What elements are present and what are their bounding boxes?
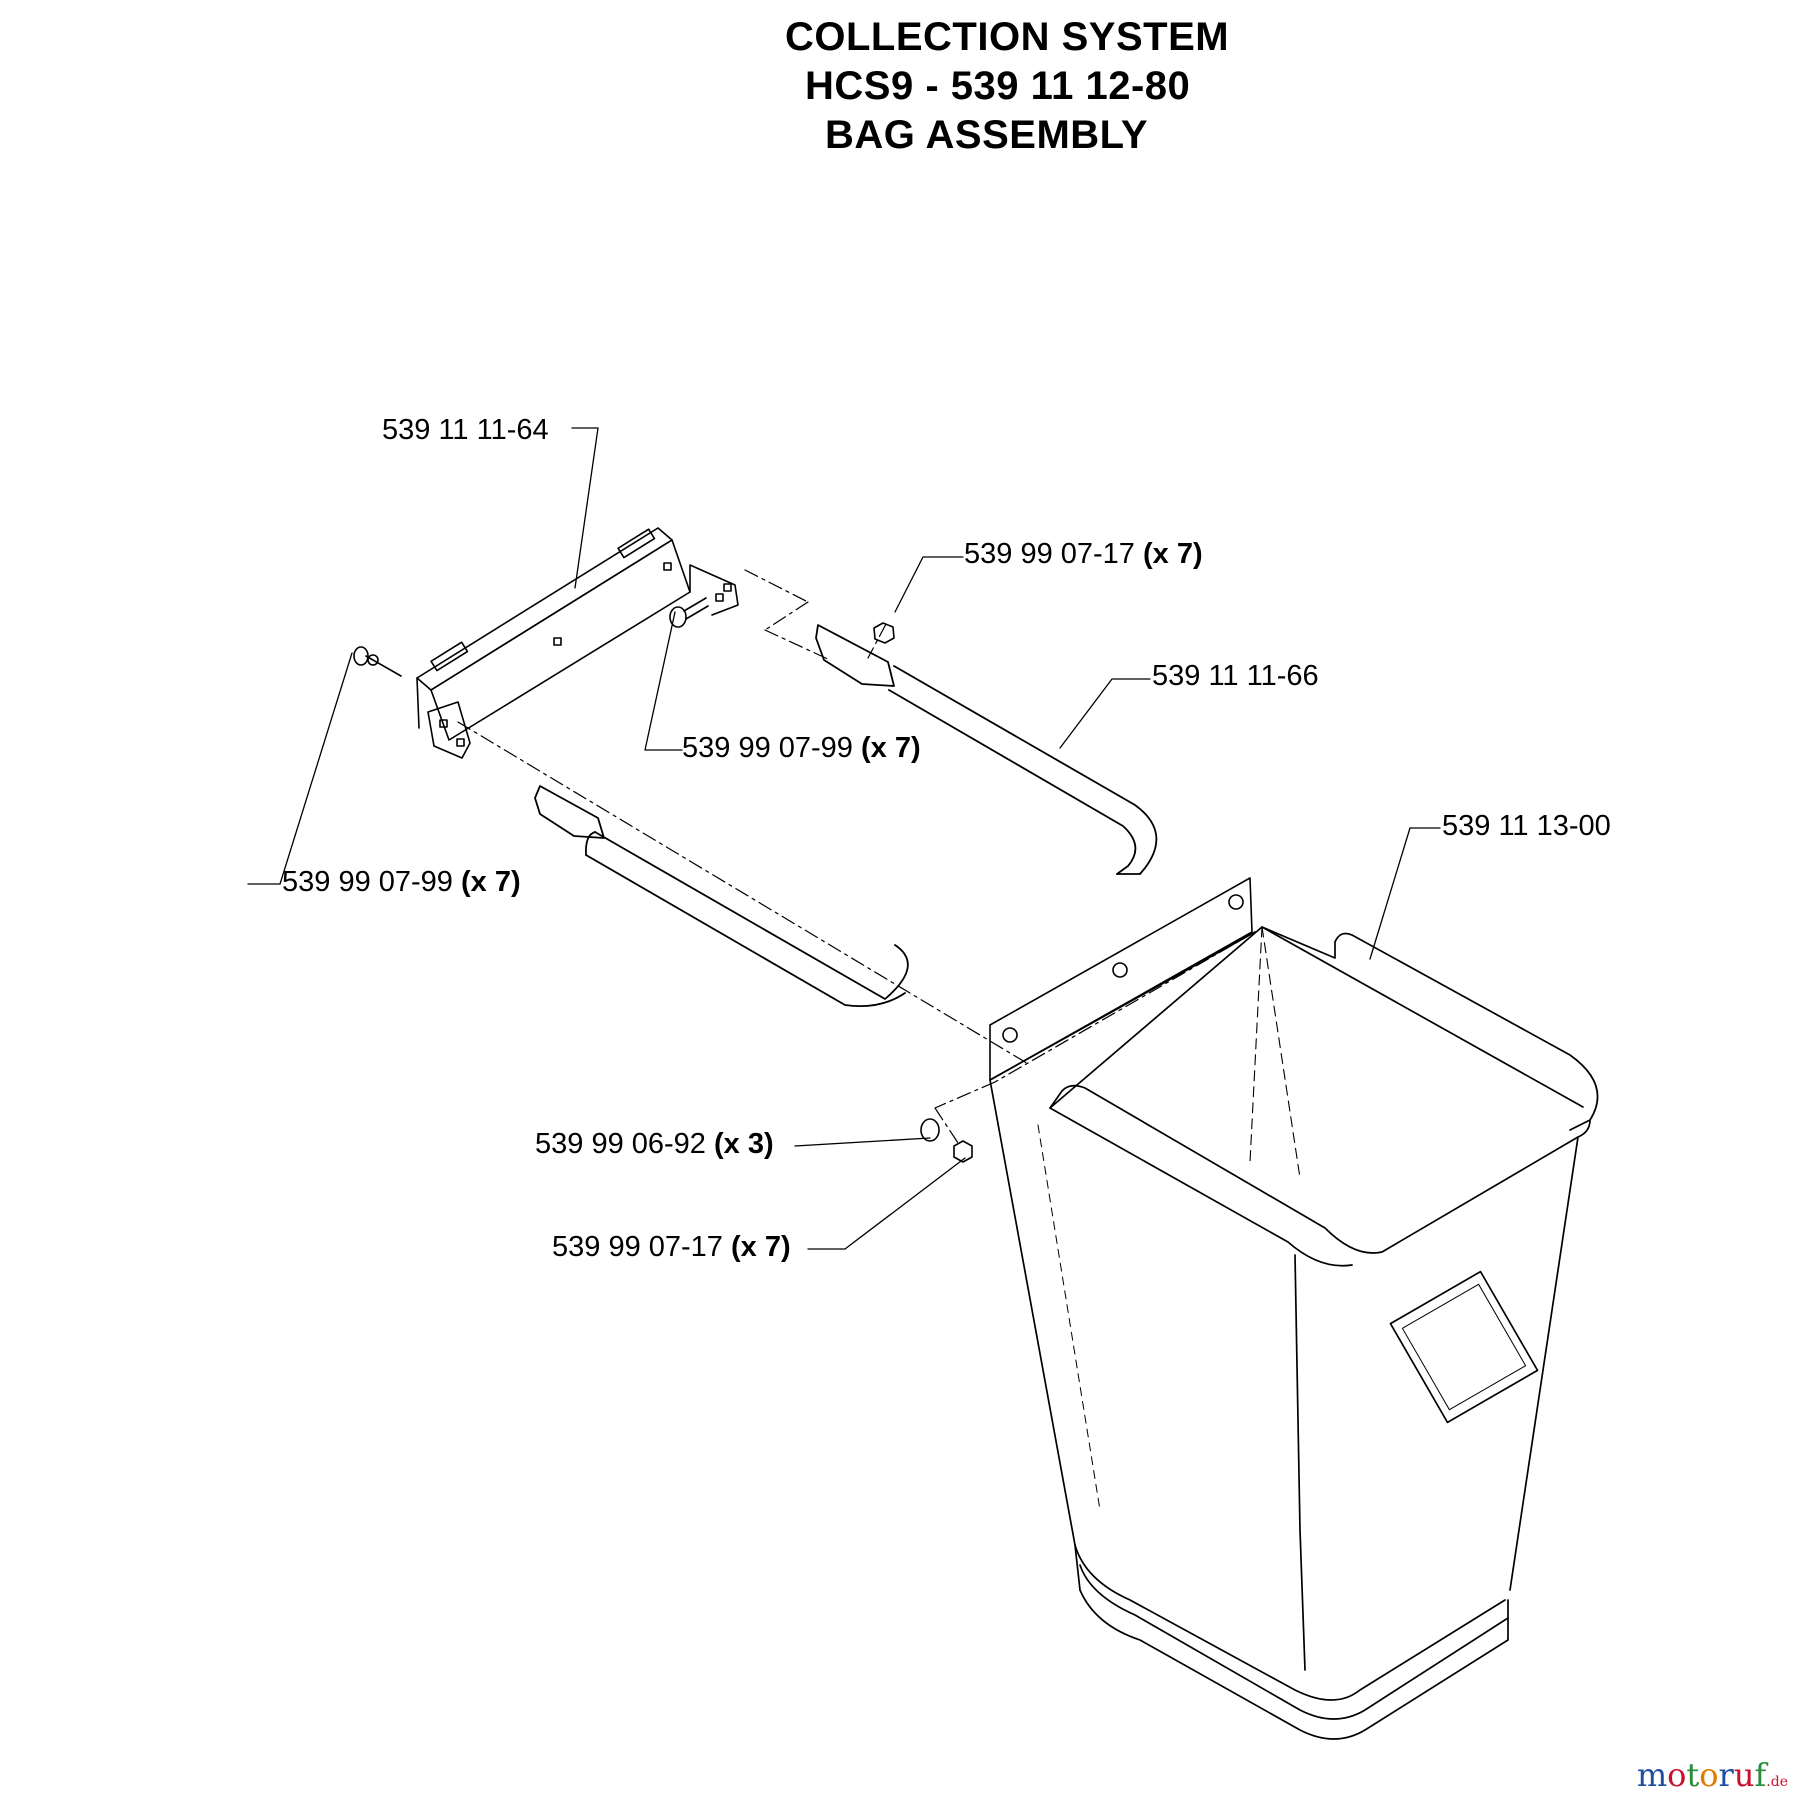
- part-number: 539 99 07-99: [282, 866, 453, 898]
- quantity: (x 7): [731, 1231, 791, 1263]
- callout-nut-upper: 539 99 07-17 (x 7): [964, 538, 1203, 571]
- callout-bracket: 539 11 11-64: [382, 414, 549, 447]
- washer: [920, 1118, 940, 1142]
- nut-upper: [873, 622, 895, 644]
- callout-washer: 539 99 06-92 (x 3): [535, 1128, 774, 1161]
- callout-bag: 539 11 13-00: [1442, 810, 1611, 843]
- callout-bolt-left: 539 99 07-99 (x 7): [282, 866, 521, 899]
- front-plate: [989, 877, 1256, 1081]
- quantity: (x 3): [714, 1128, 774, 1160]
- callout-nut-lower: 539 99 07-17 (x 7): [552, 1231, 791, 1264]
- watermark-logo: motoruf.de: [1637, 1756, 1788, 1794]
- assembly-title: BAG ASSEMBLY: [825, 113, 1149, 157]
- quantity: (x 7): [461, 866, 521, 898]
- diagram-title: COLLECTION SYSTEM: [785, 15, 1230, 59]
- part-number: 539 99 07-17: [552, 1231, 723, 1263]
- bolt-hardware: [353, 597, 709, 677]
- model-number: HCS9 - 539 11 12-80: [805, 64, 1191, 108]
- part-number: 539 11 13-00: [1442, 810, 1611, 842]
- part-number: 539 99 07-17: [964, 538, 1135, 570]
- callout-bolt-center: 539 99 07-99 (x 7): [682, 732, 921, 765]
- leader-lines: [247, 427, 1441, 1250]
- u-frame: [534, 624, 1158, 1008]
- assembly-centerlines: [457, 569, 1256, 1147]
- callout-frame: 539 11 11-66: [1152, 660, 1319, 693]
- watermark-suffix: .de: [1766, 1774, 1788, 1790]
- part-number: 539 99 06-92: [535, 1128, 706, 1160]
- quantity: (x 7): [861, 732, 921, 764]
- mounting-bracket: [416, 527, 739, 759]
- grass-bag: [989, 926, 1599, 1740]
- part-number: 539 11 11-66: [1152, 660, 1319, 692]
- nut-lower: [953, 1140, 973, 1163]
- watermark-text: motoruf: [1636, 1756, 1767, 1794]
- part-number: 539 11 11-64: [382, 414, 549, 446]
- part-number: 539 99 07-99: [682, 732, 853, 764]
- quantity: (x 7): [1143, 538, 1203, 570]
